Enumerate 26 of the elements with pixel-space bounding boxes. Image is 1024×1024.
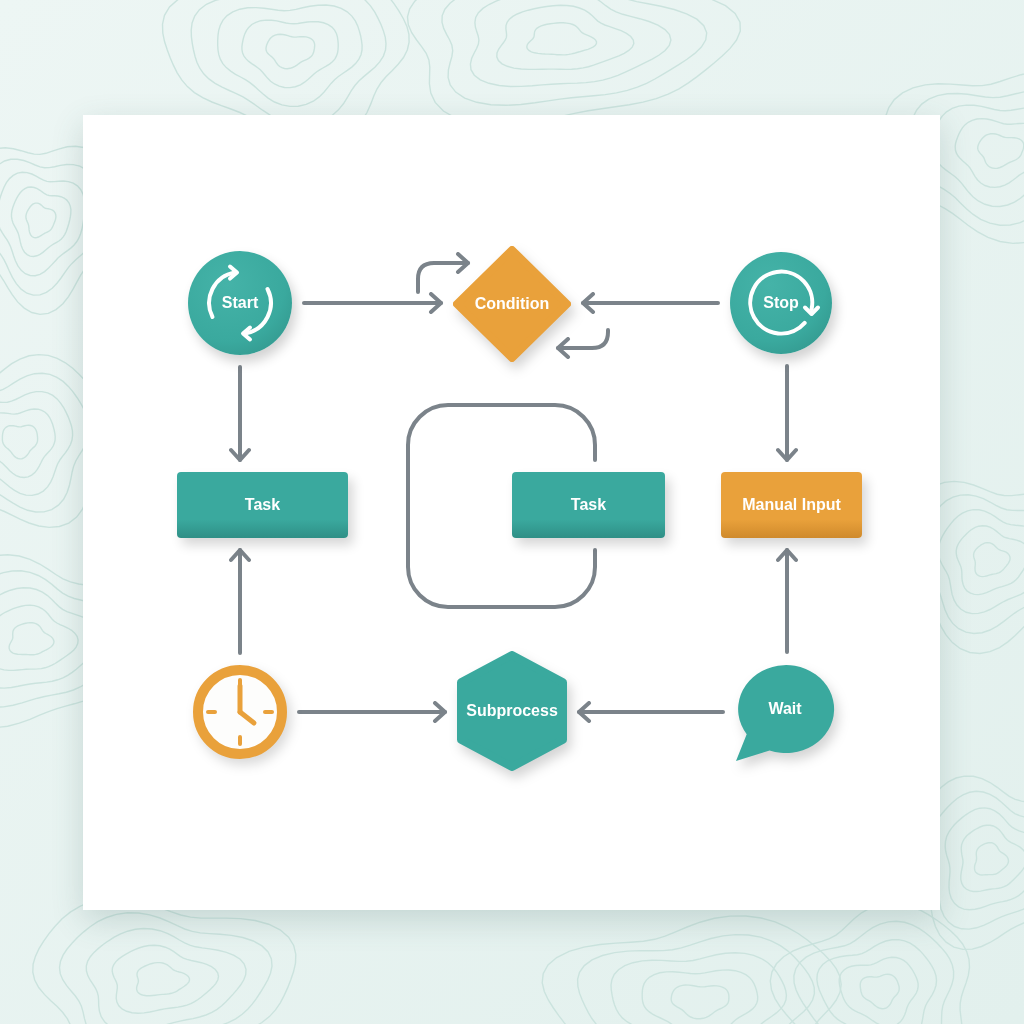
process-box (177, 472, 348, 538)
arrow (556, 328, 610, 359)
hexagon-node (457, 651, 567, 771)
decision-diamond (453, 246, 571, 362)
node-label: Task (570, 495, 607, 515)
clock-icon (193, 665, 287, 759)
arrow (416, 252, 470, 294)
arrow (302, 292, 443, 314)
arrow (581, 292, 720, 314)
arrow (577, 701, 725, 723)
input-box (721, 472, 862, 538)
node-label: Wait (768, 699, 802, 719)
arrow (297, 701, 447, 723)
arrow (229, 548, 251, 655)
arrow (776, 364, 798, 462)
arrow (229, 365, 251, 462)
node-label: Stop (763, 293, 799, 313)
node-label: Subprocess (466, 701, 558, 721)
process-box (512, 472, 665, 538)
node-label: Start (221, 293, 259, 313)
node-label: Manual Input (742, 495, 841, 515)
node-label: Task (244, 495, 281, 515)
speech-bubble (735, 664, 835, 762)
connector-line (406, 403, 597, 609)
arrow (776, 548, 798, 654)
node-label: Condition (474, 294, 550, 314)
